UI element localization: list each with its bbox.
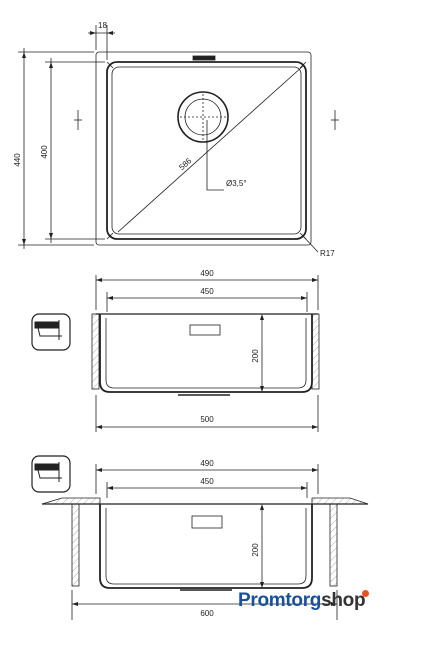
side-view-2-ticks xyxy=(72,468,337,606)
dim-inner-height: 400 xyxy=(40,145,49,159)
overflow-slot xyxy=(189,324,221,336)
dim-side1-bottom-width: 500 xyxy=(200,415,214,424)
radius-leader xyxy=(301,234,319,253)
bowl-profile-inner xyxy=(105,508,307,585)
dim-outer-height: 440 xyxy=(13,153,22,167)
corner-bevel xyxy=(299,61,307,69)
mounting-icon-1 xyxy=(31,313,71,351)
dim-side1-depth: 200 xyxy=(251,349,260,363)
sink-bowl-floor xyxy=(111,66,302,235)
side-view-1-ticks xyxy=(96,278,318,429)
dim-side2-bottom-width: 600 xyxy=(200,609,214,618)
dim-side2-depth: 200 xyxy=(251,543,260,557)
overflow-slot xyxy=(191,515,223,529)
top-view xyxy=(18,25,339,253)
dim-rim: 18 xyxy=(98,21,107,30)
corner-bevel xyxy=(106,232,114,240)
brand-accent-dot xyxy=(362,590,369,597)
side-view-1 xyxy=(91,275,320,432)
worktop-section-right xyxy=(311,313,320,390)
mounting-icon-2 xyxy=(31,455,71,493)
dim-side2-top-width: 490 xyxy=(200,459,214,468)
dim-radius: R17 xyxy=(320,249,335,258)
brand-logo-part1: Promtorg xyxy=(238,590,322,611)
cabinet-wall-left xyxy=(71,503,80,587)
drain-leader xyxy=(206,120,224,191)
brand-logo-part2: shop xyxy=(321,590,366,611)
overflow-slot xyxy=(192,55,216,61)
countertop-right xyxy=(311,497,369,505)
bowl-profile-inner xyxy=(105,318,307,389)
diagonal-dimension-line xyxy=(117,65,304,233)
sink-outer-rim xyxy=(95,51,312,246)
bowl-profile-outer xyxy=(99,314,313,393)
corner-bevel xyxy=(106,61,114,69)
brand-logo: Promtorgshop xyxy=(238,590,428,612)
side-view-2 xyxy=(41,464,369,620)
dim-drain: Ø3,5° xyxy=(226,179,247,188)
countertop-left xyxy=(41,497,101,505)
dim-side1-top-width: 490 xyxy=(200,269,214,278)
dim-side2-inner-width: 450 xyxy=(200,477,214,486)
drain-inner xyxy=(184,98,222,136)
bowl-profile-outer xyxy=(99,504,313,589)
dim-side1-inner-width: 450 xyxy=(200,287,214,296)
worktop-section-left xyxy=(91,313,100,390)
cabinet-wall-right xyxy=(329,503,338,587)
dim-diagonal: 586 xyxy=(177,156,193,172)
top-view-ticks xyxy=(22,31,113,245)
drain-outer xyxy=(177,91,229,143)
sink-inner-bowl xyxy=(106,61,307,240)
